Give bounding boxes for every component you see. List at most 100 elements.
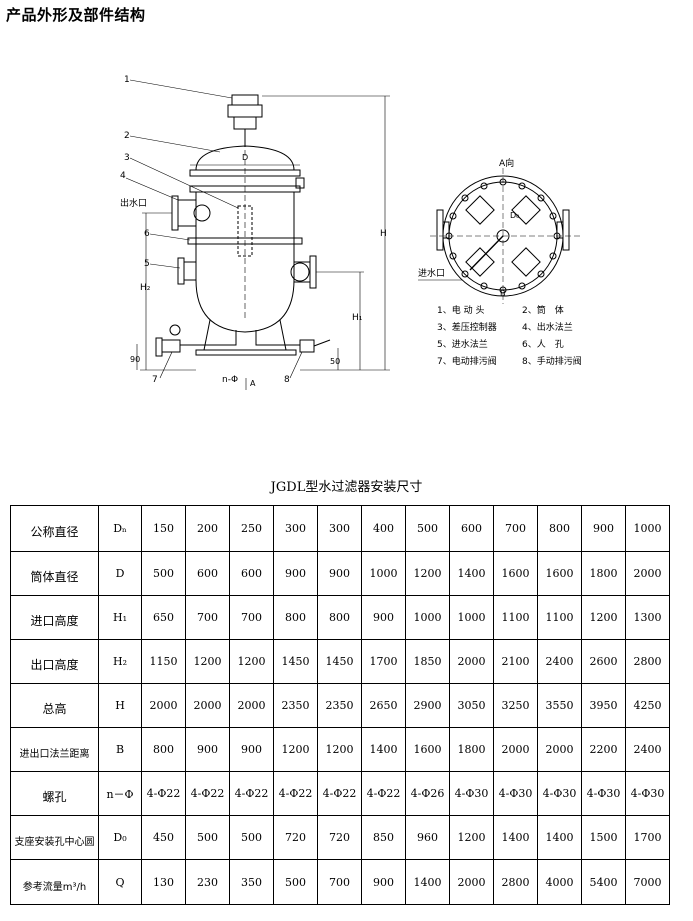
table-cell: 500 — [405, 505, 450, 552]
row-symbol: H₂ — [98, 639, 142, 684]
row-label: 出口高度 — [10, 639, 99, 684]
table-cell: 400 — [361, 505, 406, 552]
table-cell: 900 — [361, 595, 406, 640]
table-cell: 2000 — [493, 727, 538, 772]
table-cell: 2000 — [537, 727, 582, 772]
table-cell: 900 — [185, 727, 230, 772]
table-cell: 3950 — [581, 683, 626, 728]
row-symbol: Q — [98, 859, 142, 905]
inlet-label: 进水口 — [418, 267, 445, 279]
table-cell: 1200 — [229, 639, 274, 684]
row-label: 进口高度 — [10, 595, 99, 640]
side-elevation-view: 1 2 3 4 6 5 7 8 出水口 H H₁ H₂ D 90 50 n-Φ … — [120, 75, 390, 390]
table-cell: 2000 — [449, 639, 494, 684]
table-cell: 1200 — [185, 639, 230, 684]
table-cell: 1000 — [361, 551, 406, 596]
row-symbol: H — [98, 683, 142, 728]
table-cell: 1100 — [493, 595, 538, 640]
row-label: 支座安装孔中心圆 — [10, 815, 99, 860]
table-cell: 700 — [493, 505, 538, 552]
top-view-title: A向 — [499, 157, 514, 169]
motor-head-body — [227, 104, 263, 118]
table-cell: 4250 — [625, 683, 670, 728]
table-cell: 500 — [141, 551, 186, 596]
table-cell: 900 — [273, 551, 318, 596]
legend-item: 1、电 动 头 — [437, 304, 484, 316]
table-cell: 960 — [405, 815, 450, 860]
row-label: 公称直径 — [10, 505, 99, 552]
table-cell: 720 — [273, 815, 318, 860]
dim-50-label: 50 — [330, 357, 340, 366]
table-cell: 4-Φ30 — [449, 771, 494, 816]
table-cell: 4000 — [537, 859, 582, 905]
table-cell: 1200 — [581, 595, 626, 640]
bolt-hole-label: n-Φ — [222, 375, 238, 385]
table-cell: 2800 — [625, 639, 670, 684]
table-cell: 4-Φ22 — [229, 771, 274, 816]
callout-5: 5 — [144, 259, 150, 269]
view-arrow-label: A — [250, 379, 256, 388]
top-dim-D0: D₀ — [510, 211, 519, 220]
table-cell: 300 — [273, 505, 318, 552]
table-cell: 150 — [141, 505, 186, 552]
table-cell: 2100 — [493, 639, 538, 684]
table-cell: 450 — [141, 815, 186, 860]
row-symbol: H₁ — [98, 595, 142, 640]
table-cell: 2000 — [229, 683, 274, 728]
callout-1: 1 — [124, 75, 130, 85]
table-cell: 4-Φ22 — [141, 771, 186, 816]
table-cell: 1600 — [537, 551, 582, 596]
table-cell: 1000 — [625, 505, 670, 552]
table-cell: 1600 — [405, 727, 450, 772]
table-cell: 250 — [229, 505, 274, 552]
top-dim-B: B — [500, 289, 506, 298]
table-cell: 4-Φ30 — [493, 771, 538, 816]
callout-4: 4 — [120, 171, 126, 181]
table-cell: 700 — [229, 595, 274, 640]
callout-8: 8 — [284, 375, 290, 385]
table-cell: 2900 — [405, 683, 450, 728]
table-cell: 3550 — [537, 683, 582, 728]
table-cell: 200 — [185, 505, 230, 552]
table-cell: 4-Φ30 — [625, 771, 670, 816]
table-cell: 800 — [537, 505, 582, 552]
row-label: 螺孔 — [10, 771, 99, 816]
section-heading: 产品外形及部件结构 — [6, 6, 146, 24]
table-cell: 1300 — [625, 595, 670, 640]
table-cell: 4-Φ22 — [273, 771, 318, 816]
dim-H2-label: H₂ — [140, 283, 151, 293]
table-cell: 1400 — [449, 551, 494, 596]
table-cell: 1850 — [405, 639, 450, 684]
table-cell: 1450 — [317, 639, 362, 684]
table-cell: 500 — [273, 859, 318, 905]
table-cell: 5400 — [581, 859, 626, 905]
table-cell: 1100 — [537, 595, 582, 640]
table-cell: 4-Φ22 — [361, 771, 406, 816]
table-cell: 700 — [185, 595, 230, 640]
motor-head-top — [231, 94, 259, 106]
table-cell: 2800 — [493, 859, 538, 905]
table-cell: 2350 — [273, 683, 318, 728]
table-cell: 2400 — [625, 727, 670, 772]
table-cell: 2000 — [185, 683, 230, 728]
table-cell: 500 — [185, 815, 230, 860]
table-cell: 1700 — [361, 639, 406, 684]
table-cell: 350 — [229, 859, 274, 905]
dim-90-label: 90 — [130, 355, 140, 364]
table-cell: 3250 — [493, 683, 538, 728]
dim-H-label: H — [380, 229, 387, 239]
top-view: A向 D₀ B 进水口 1、电 动 头 2、筒 体 3、差压 — [418, 157, 582, 367]
table-cell: 800 — [141, 727, 186, 772]
dim-H1-label: H₁ — [352, 313, 363, 323]
table-cell: 2400 — [537, 639, 582, 684]
table-cell: 1450 — [273, 639, 318, 684]
table-cell: 900 — [581, 505, 626, 552]
table-cell: 850 — [361, 815, 406, 860]
table-cell: 650 — [141, 595, 186, 640]
